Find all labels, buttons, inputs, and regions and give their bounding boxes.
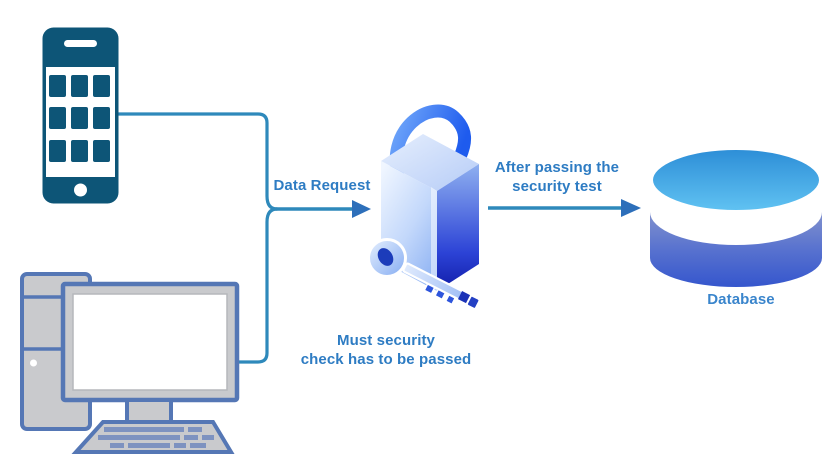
pass-arrowhead-icon <box>621 199 641 217</box>
lock-side-face <box>437 164 479 291</box>
lock-body <box>381 134 479 291</box>
padlock-key-icon <box>367 104 479 308</box>
lock-edge-highlight <box>431 187 437 291</box>
phone-speaker <box>64 40 97 47</box>
monitor-stand <box>125 398 173 425</box>
database-body <box>650 212 822 287</box>
lock-shackle <box>389 104 471 190</box>
computer-keyboard <box>71 420 235 454</box>
security-caption-line2: check has to be passed <box>300 351 472 368</box>
smartphone-icon <box>42 27 119 204</box>
key-hole <box>377 248 394 266</box>
phone-app-grid <box>49 75 110 162</box>
lock-top-face <box>381 134 479 191</box>
security-caption: Must security check has to be passed <box>276 331 496 369</box>
tower-power-button <box>30 359 37 367</box>
data-request-arrowhead-icon <box>352 200 371 218</box>
computer-monitor <box>60 281 240 425</box>
after-passing-line2: security test <box>512 178 602 195</box>
key-shaft <box>402 262 479 308</box>
pass-arrow <box>488 199 641 217</box>
monitor-screen <box>72 293 228 391</box>
data-request-arrow <box>274 200 371 218</box>
desktop-computer-icon <box>20 272 240 454</box>
security-caption-line1: Must security <box>337 332 435 349</box>
phone-connector-line <box>116 112 279 211</box>
database-top <box>647 144 825 216</box>
phone-home-button <box>74 183 87 197</box>
data-request-label: Data Request <box>273 177 371 194</box>
database-label: Database <box>707 291 775 308</box>
after-passing-line1: After passing the <box>494 159 620 176</box>
after-passing-label: After passing the security test <box>482 158 632 196</box>
key-icon <box>367 238 479 308</box>
desktop-connector-line <box>235 207 279 364</box>
keyboard-keys <box>98 427 214 448</box>
database-icon <box>647 144 825 287</box>
